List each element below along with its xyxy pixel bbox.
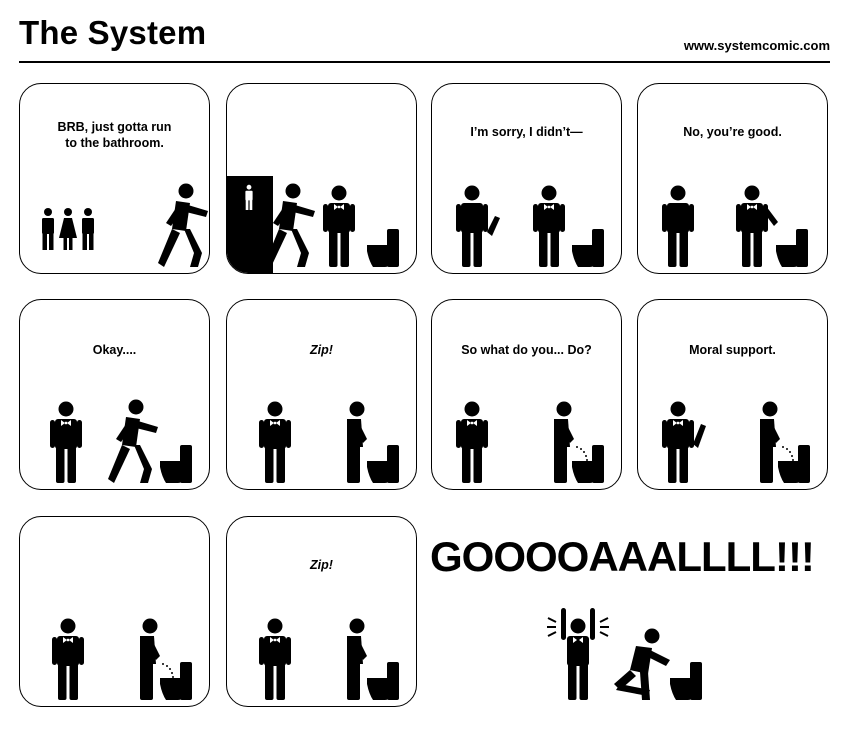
restroom-sign-man-icon xyxy=(82,208,94,250)
bowtie-man-icon xyxy=(662,402,694,484)
bathroom-door-icon xyxy=(227,176,273,273)
toilet-icon xyxy=(367,229,399,267)
bowtie-man-icon xyxy=(50,402,82,484)
header-divider xyxy=(19,61,830,63)
bowtie-man-icon xyxy=(52,619,84,701)
panel-art xyxy=(638,401,810,484)
man-icon xyxy=(662,185,694,267)
panel-art xyxy=(662,185,808,268)
panel-caption: Okay.... xyxy=(92,343,137,357)
comic-panel-3: I’m sorry, I didn’t— xyxy=(431,83,622,274)
panel-art xyxy=(227,176,399,273)
panel-caption: Zip! xyxy=(310,343,333,357)
panel-caption: No, you’re good. xyxy=(683,125,782,139)
site-url-link[interactable]: www.systemcomic.com xyxy=(683,38,830,53)
excitement-lines-icon xyxy=(547,617,609,637)
man-at-toilet-icon xyxy=(760,401,780,483)
stream-icon xyxy=(576,446,588,461)
comic-panel-4: No, you’re good. xyxy=(637,83,828,274)
toilet-icon xyxy=(572,229,604,267)
panel-art xyxy=(227,618,399,701)
toilet-icon xyxy=(776,229,808,267)
man-at-toilet-icon xyxy=(140,618,160,700)
bowtie-man-icon xyxy=(456,402,488,484)
toilet-icon xyxy=(572,445,604,483)
panel-art xyxy=(20,399,192,484)
toilet-icon xyxy=(160,662,192,700)
stream-icon xyxy=(162,663,174,678)
panel-caption: I’m sorry, I didn’t— xyxy=(470,125,583,139)
bowtie-man-icon xyxy=(259,619,291,701)
goal-exclamation: GOOOOAAALLLL!!! xyxy=(430,533,815,580)
panel-caption: Zip! xyxy=(310,558,333,572)
toilet-icon xyxy=(778,445,810,483)
bowtie-man-icon xyxy=(736,186,768,268)
comic-panel-7: So what do you... Do? xyxy=(431,299,622,490)
comic-title: The System xyxy=(19,14,207,51)
stream-icon xyxy=(782,446,794,461)
restroom-sign-woman-icon xyxy=(59,208,77,250)
man-at-toilet-icon xyxy=(347,401,367,483)
comic-panel-9 xyxy=(19,516,210,707)
panel-caption: So what do you... Do? xyxy=(461,343,592,357)
toilet-icon xyxy=(670,662,702,700)
panel-art xyxy=(432,401,604,484)
comic-panel-8: Moral support. xyxy=(637,299,828,490)
panel-art xyxy=(42,183,208,267)
bowtie-man-icon xyxy=(533,186,565,268)
panel-caption: Moral support. xyxy=(689,343,776,357)
panel-art xyxy=(20,618,192,701)
walking-man-icon xyxy=(158,183,208,267)
bowtie-man-icon xyxy=(323,186,355,268)
apologizing-man-icon xyxy=(456,185,488,267)
comic-panel-5: Okay.... xyxy=(19,299,210,490)
bowtie-man-icon xyxy=(259,402,291,484)
celebration-art xyxy=(547,608,702,700)
man-at-toilet-icon xyxy=(554,401,574,483)
comic-panel-1: BRB, just gotta run to the bathroom. xyxy=(19,83,210,274)
panel-art xyxy=(227,401,399,484)
sliding-man-icon xyxy=(614,628,670,700)
panel-caption: BRB, just gotta run to the bathroom. xyxy=(57,120,172,150)
restroom-sign-man-icon xyxy=(42,208,54,250)
toilet-icon xyxy=(367,445,399,483)
man-at-toilet-icon xyxy=(347,618,367,700)
walking-man-icon xyxy=(108,399,158,483)
comic-panel-2 xyxy=(226,83,417,274)
comic-panel-10: Zip! xyxy=(226,516,417,707)
cheering-man-icon xyxy=(561,608,595,700)
comic-panel-6: Zip! xyxy=(226,299,417,490)
toilet-icon xyxy=(160,445,192,483)
panel-art xyxy=(456,185,604,268)
toilet-icon xyxy=(367,662,399,700)
